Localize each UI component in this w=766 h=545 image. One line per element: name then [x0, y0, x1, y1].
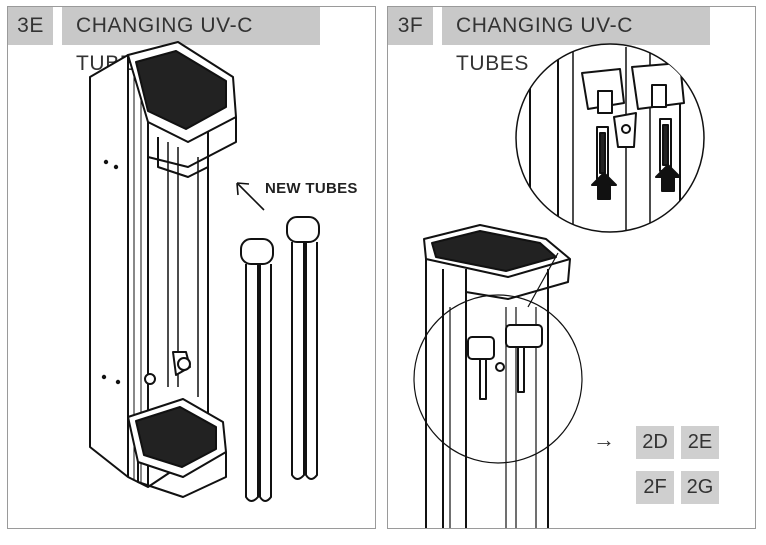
- reference-arrow-icon: →: [593, 427, 615, 452]
- reference-2g: 2G: [681, 471, 719, 504]
- step-code: 3E: [8, 7, 53, 45]
- reference-2e: 2E: [681, 426, 719, 459]
- illustration-tube-insertion: [413, 43, 705, 528]
- reference-2f: 2F: [636, 471, 674, 504]
- new-tubes-callout: NEW TUBES: [265, 180, 358, 197]
- panel-3f-header: 3F CHANGING UV-C TUBES: [388, 7, 710, 75]
- reference-2d: 2D: [636, 426, 674, 459]
- step-code: 3F: [388, 7, 433, 45]
- panel-3f: 3F CHANGING UV-C TUBES: [387, 6, 756, 529]
- step-title: CHANGING UV-C TUBES: [442, 7, 710, 75]
- illustration-unit-with-new-tubes: [89, 41, 320, 502]
- panel-3e: 3E CHANGING UV-C TUBES: [7, 6, 376, 529]
